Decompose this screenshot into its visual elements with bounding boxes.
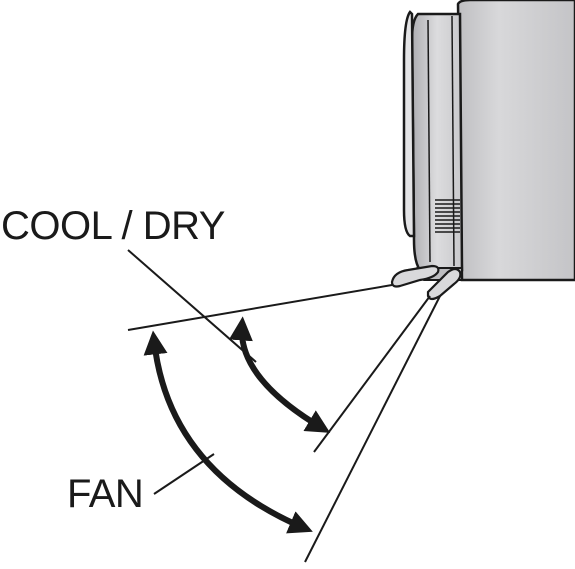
air-conditioner-unit: [390, 0, 575, 301]
louver-upper: [390, 264, 440, 288]
swing-range-arrows: [143, 316, 331, 534]
leader-lines: [127, 249, 257, 495]
cool-dry-label: COOL / DRY: [1, 204, 225, 248]
airflow-lines: [127, 284, 441, 563]
unit-body: [456, 0, 575, 282]
fan-range-arrow: [143, 330, 313, 534]
cool-dry-range-arrow: [228, 316, 331, 433]
fan-limit-line: [304, 295, 441, 563]
vent-grille-icon: [435, 199, 460, 233]
cool-dry-limit-line: [313, 295, 431, 453]
fan-leader: [153, 453, 215, 495]
cool-dry-leader: [127, 249, 257, 363]
unit-front-edge: [402, 10, 416, 238]
louver-lower: [426, 267, 462, 301]
fan-label: FAN: [67, 472, 144, 516]
horizontal-airflow-line: [127, 284, 393, 331]
